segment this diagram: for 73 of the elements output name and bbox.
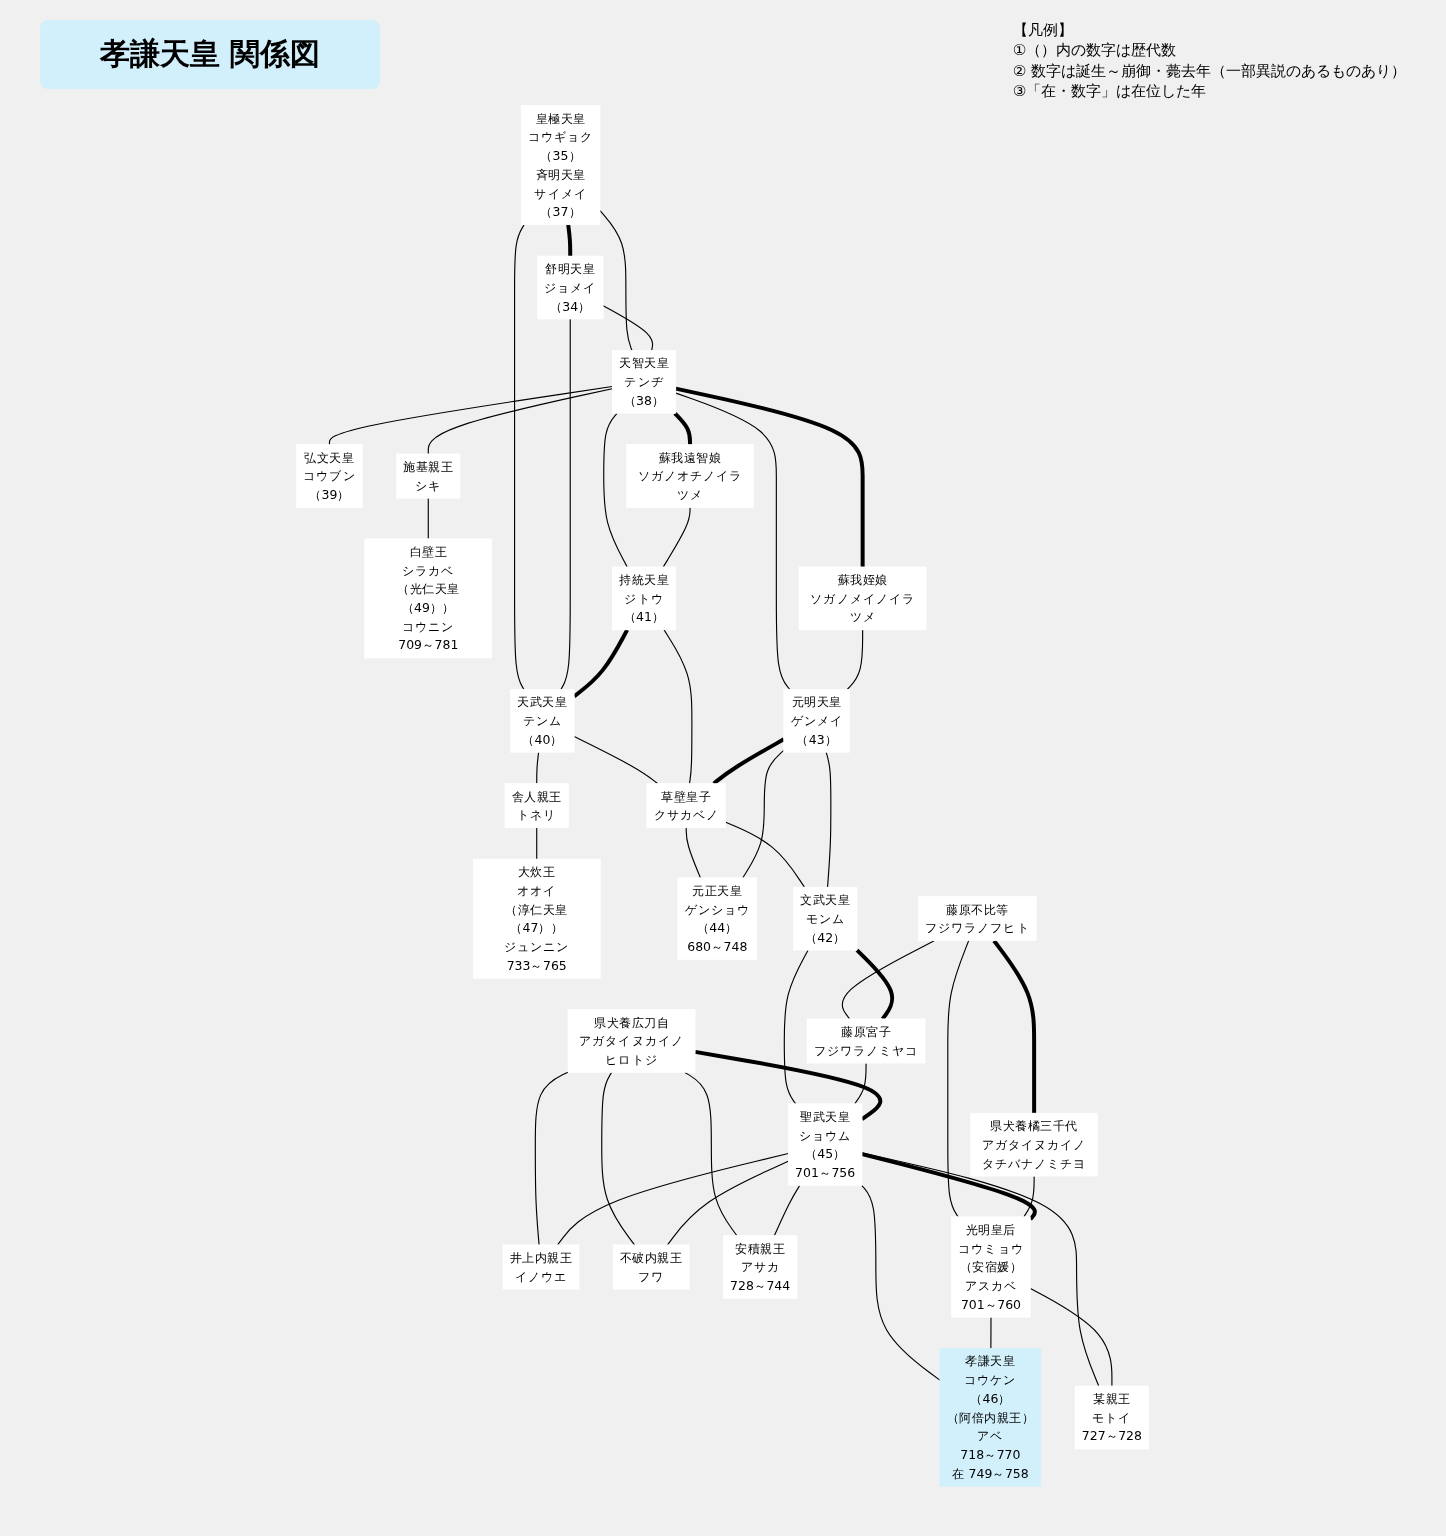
connector: [675, 386, 865, 567]
legend-note: ③「在・数字」は在位した年: [1012, 80, 1208, 101]
connector: [573, 735, 659, 785]
node-box: 草壁皇子 クサカベノ: [646, 783, 727, 829]
connector: [774, 1184, 801, 1237]
connector: [428, 388, 614, 455]
node-box: 皇極天皇 コウギョク （35） 斉明天皇 サイメイ （37）: [521, 105, 601, 226]
connector: [1030, 1287, 1113, 1387]
connector: [329, 385, 614, 446]
node-box: 弘文天皇 コウブン （39）: [296, 444, 363, 508]
connector: [842, 940, 936, 1020]
node-box: 舎人親王 トネリ: [504, 783, 570, 829]
connector: [725, 821, 806, 888]
node-box: 光明皇后 コウミョウ （安宿媛） アスカベ 701～760: [951, 1216, 1032, 1318]
legend-note: ①（）内の数字は歴代数: [1012, 40, 1178, 61]
node-box: 天武天皇 テンム （40）: [510, 688, 575, 753]
node-box: 県犬養橘三千代 アガタイヌカイノタチバナノミチヨ: [970, 1112, 1099, 1177]
node-box: 藤原宮子 フジワラノミヤコ: [807, 1018, 926, 1064]
node-box: 元正天皇 ゲンショウ （44） 680～748: [677, 877, 758, 960]
node-box: 施基親王 シキ: [396, 453, 461, 499]
connector: [854, 1062, 867, 1105]
connector: [784, 949, 809, 1105]
node-box: 県犬養広刀自 アガタイヌカイノヒロトジ: [568, 1009, 696, 1073]
connector: [557, 1152, 790, 1246]
node-box: 白壁王 シラカベ （光仁天皇（49）） コウニン 709～781: [364, 538, 493, 659]
node-box: 井上内親王 イノウエ: [502, 1244, 580, 1290]
node-box: 蘇我遠智娘 ソガノオチノイラツメ: [626, 444, 755, 508]
node-box: 某親王 モトイ 727～728: [1075, 1385, 1150, 1450]
node-box: 蘇我姪娘 ソガノメイノイラツメ: [799, 566, 927, 631]
connector: [560, 318, 572, 690]
node-box: 元明天皇 ゲンメイ （43）: [783, 688, 851, 753]
connector: [685, 827, 702, 879]
connector: [990, 1316, 992, 1350]
connector: [1023, 1175, 1035, 1218]
node-box: 大炊王 オオイ （淳仁天皇（47）） ジュンニン 733～765: [473, 858, 601, 979]
connector: [861, 1184, 941, 1381]
connector: [599, 210, 633, 351]
connector: [601, 1071, 636, 1246]
connector: [514, 224, 525, 690]
connector: [742, 749, 785, 879]
connector: [861, 1152, 1100, 1387]
connector: [602, 305, 654, 351]
title-banner: 孝謙天皇 関係図: [40, 20, 381, 89]
connector: [861, 1152, 1038, 1221]
legend-note: ② 数字は誕生～崩御・薨去年（一部異説のあるものあり）: [1012, 60, 1406, 81]
connector: [684, 1071, 738, 1237]
connector: [847, 629, 864, 690]
node-box: 藤原不比等 フジワラノフヒト: [918, 896, 1037, 942]
connector: [695, 1049, 883, 1121]
legend-note: 【凡例】: [1012, 20, 1074, 41]
connector: [992, 939, 1037, 1114]
connector: [947, 940, 970, 1218]
connector: [673, 411, 693, 445]
node-box: 舒明天皇 ジョメイ （34）: [537, 255, 604, 320]
node-box: 聖武天皇 ショウム （45） 701～756: [788, 1103, 863, 1186]
connector: [536, 827, 538, 860]
connector: [663, 629, 693, 785]
connector: [535, 1071, 569, 1246]
node-box: 文武天皇 モンム （42）: [793, 886, 858, 951]
node-box: 安積親王 アサカ 728～744: [723, 1235, 798, 1299]
connector: [825, 751, 832, 888]
connector: [667, 1160, 790, 1246]
connector: [573, 628, 630, 698]
node-box: 天智天皇 テンヂ （38）: [612, 350, 677, 414]
connector: [428, 497, 430, 540]
node-box: 持統天皇 ジトウ （41）: [612, 566, 677, 631]
node-box: 不破内親王 フワ: [613, 1244, 690, 1290]
node-box: 孝謙天皇 コウケン （46） （阿倍内親王） アベ 718～770 在 749～758: [939, 1348, 1042, 1487]
connector: [675, 392, 791, 690]
connector: [566, 224, 573, 256]
connector: [536, 751, 540, 785]
connector: [603, 412, 629, 568]
connector: [663, 507, 691, 568]
